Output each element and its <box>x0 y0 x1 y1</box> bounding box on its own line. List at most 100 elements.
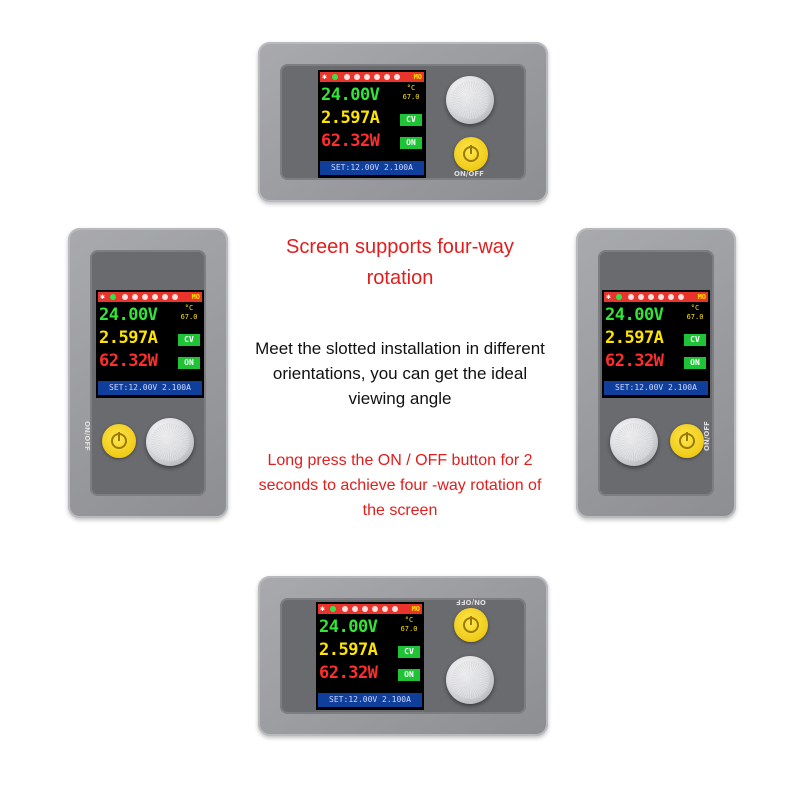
power-readout: 62.32W <box>321 131 380 151</box>
set-bar: SET:12.00V 2.100A <box>318 693 422 707</box>
headline: Screen supports four-way rotation <box>286 236 514 289</box>
power-button-label: ON/OFF <box>82 421 91 451</box>
voltage-readout: 24.00V <box>605 305 664 325</box>
status-bar: ✱ MO <box>604 292 708 302</box>
status-led <box>110 294 116 300</box>
status-led <box>162 294 168 300</box>
temperature-block: °C 67.0 <box>176 304 202 324</box>
temperature-block: °C 67.0 <box>398 84 424 104</box>
status-led <box>374 74 380 80</box>
mode-chip: CV <box>684 334 706 346</box>
status-mode: MO <box>413 73 422 81</box>
power-icon <box>679 432 695 449</box>
status-mode: MO <box>697 293 706 301</box>
output-chip: ON <box>178 357 200 369</box>
voltage-readout: 24.00V <box>99 305 158 325</box>
status-bar: ✱ MO <box>318 604 422 614</box>
status-led <box>352 606 358 612</box>
power-button-label: ON/OFF <box>456 598 486 606</box>
temp-unit: °C <box>406 84 416 92</box>
power-readout: 62.32W <box>99 351 158 371</box>
power-button-label: ON/OFF <box>702 421 711 451</box>
rotary-knob[interactable] <box>610 418 658 466</box>
output-chip: ON <box>684 357 706 369</box>
status-led <box>678 294 684 300</box>
power-readout: 62.32W <box>319 663 378 683</box>
current-readout: 2.597A <box>321 108 380 128</box>
temp-unit: °C <box>404 616 414 624</box>
current-readout: 2.597A <box>605 328 664 348</box>
power-button[interactable] <box>670 424 704 458</box>
rotary-knob[interactable] <box>446 656 494 704</box>
status-led <box>648 294 654 300</box>
mode-chip: CV <box>398 646 420 658</box>
display-screen: ✱ MO 24.00V 2.597A 62.32W °C 67.0 CV ON … <box>602 290 710 398</box>
status-led <box>332 74 338 80</box>
temperature-block: °C 67.0 <box>682 304 708 324</box>
temperature-readout: 67.0 <box>180 313 198 321</box>
status-bar: ✱ MO <box>98 292 202 302</box>
device-left: ✱ MO 24.00V 2.597A 62.32W °C 67.0 CV ON … <box>68 228 228 518</box>
output-chip: ON <box>398 669 420 681</box>
status-led <box>668 294 674 300</box>
device-right: ✱ MO 24.00V 2.597A 62.32W °C 67.0 CV ON … <box>576 228 736 518</box>
display-screen: ✱ MO 24.00V 2.597A 62.32W °C 67.0 CV ON … <box>96 290 204 398</box>
temperature-readout: 67.0 <box>400 625 418 633</box>
status-led <box>638 294 644 300</box>
device-bottom: ✱ MO 24.00V 2.597A 62.32W °C 67.0 CV ON … <box>258 576 548 736</box>
power-button-label: ON/OFF <box>454 170 484 178</box>
status-led <box>394 74 400 80</box>
rotary-knob[interactable] <box>446 76 494 124</box>
status-led <box>628 294 634 300</box>
status-led <box>362 606 368 612</box>
device-top: ✱ MO 24.00V 2.597A 62.32W °C 67.0 CV ON … <box>258 42 548 202</box>
temp-unit: °C <box>184 304 194 312</box>
status-led <box>132 294 138 300</box>
power-button[interactable] <box>102 424 136 458</box>
display-screen: ✱ MO 24.00V 2.597A 62.32W °C 67.0 CV ON … <box>318 70 426 178</box>
power-icon <box>463 145 479 162</box>
status-led <box>392 606 398 612</box>
voltage-readout: 24.00V <box>319 617 378 637</box>
status-mode: MO <box>191 293 200 301</box>
status-led <box>364 74 370 80</box>
mode-chip: CV <box>178 334 200 346</box>
snowflake-icon: ✱ <box>320 604 325 613</box>
mode-chip: CV <box>400 114 422 126</box>
snowflake-icon: ✱ <box>606 292 611 301</box>
paragraph-orientation: Meet the slotted installation in differe… <box>255 339 545 408</box>
status-led <box>616 294 622 300</box>
rotary-knob[interactable] <box>146 418 194 466</box>
power-readout: 62.32W <box>605 351 664 371</box>
status-led <box>658 294 664 300</box>
status-mode: MO <box>411 605 420 613</box>
status-led <box>344 74 350 80</box>
snowflake-icon: ✱ <box>100 292 105 301</box>
status-led <box>384 74 390 80</box>
power-icon <box>463 616 479 633</box>
power-button[interactable] <box>454 137 488 171</box>
status-led <box>330 606 336 612</box>
current-readout: 2.597A <box>99 328 158 348</box>
set-bar: SET:12.00V 2.100A <box>604 381 708 395</box>
status-led <box>342 606 348 612</box>
status-led <box>372 606 378 612</box>
status-led <box>152 294 158 300</box>
display-screen: ✱ MO 24.00V 2.597A 62.32W °C 67.0 CV ON … <box>316 602 424 710</box>
temperature-readout: 67.0 <box>402 93 420 101</box>
status-led <box>354 74 360 80</box>
temp-unit: °C <box>690 304 700 312</box>
set-bar: SET:12.00V 2.100A <box>320 161 424 175</box>
paragraph-rotation-instructions: Long press the ON / OFF button for 2 sec… <box>258 452 542 519</box>
set-bar: SET:12.00V 2.100A <box>98 381 202 395</box>
temperature-readout: 67.0 <box>686 313 704 321</box>
status-led <box>382 606 388 612</box>
status-led <box>172 294 178 300</box>
temperature-block: °C 67.0 <box>396 616 422 636</box>
snowflake-icon: ✱ <box>322 72 327 81</box>
current-readout: 2.597A <box>319 640 378 660</box>
status-led <box>122 294 128 300</box>
output-chip: ON <box>400 137 422 149</box>
power-button[interactable] <box>454 608 488 642</box>
status-led <box>142 294 148 300</box>
